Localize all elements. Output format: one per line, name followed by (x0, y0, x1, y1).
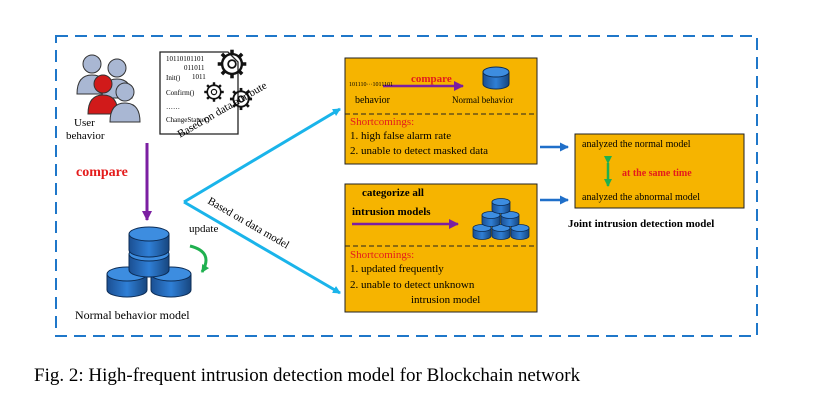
joint-abnormal-text: analyzed the abnormal model (582, 192, 701, 203)
compare-label-left: compare (76, 165, 128, 180)
dashed-frame (55, 35, 758, 337)
bottom-shortcoming-2: 2. unable to detect unknown (350, 279, 475, 291)
normal-behavior-label: Normal behavior (452, 95, 514, 105)
func-line-2: Confirm() (166, 89, 195, 97)
users-icon (76, 54, 141, 123)
binary-line-2: 011011 (184, 64, 205, 72)
func-line-3: …… (166, 103, 180, 111)
joint-title: Joint intrusion detection model (568, 218, 715, 230)
model-branch-arrow (183, 200, 341, 295)
categorize-line-2: intrusion models (352, 206, 431, 218)
figure-caption: Fig. 2: High-frequent intrusion detectio… (34, 365, 581, 386)
normal-behavior-db-small-icon (482, 66, 510, 90)
update-arrow (189, 244, 210, 273)
bottom-shortcoming-3: intrusion model (411, 294, 481, 306)
top-shortcoming-2: 2. unable to detect masked data (350, 145, 489, 157)
binary-line-1: 10110101101 (166, 55, 204, 63)
code-text: 101110···1011101 (349, 82, 394, 88)
categorize-line-1: categorize all (362, 187, 424, 199)
top-shortcoming-1: 1. high false alarm rate (350, 130, 452, 142)
binary-line-3: 1011 (192, 73, 206, 81)
user-label-line1: User (74, 117, 95, 129)
func-line-1: Init() (166, 74, 181, 82)
joint-box (574, 133, 745, 209)
joint-normal-text: analyzed the normal model (582, 139, 691, 150)
attribute-branch-arrow (183, 107, 341, 204)
user-label-line2: behavior (66, 130, 105, 142)
bottom-shortcomings-title: Shortcomings: (350, 249, 415, 261)
top-shortcomings-title: Shortcomings: (350, 116, 415, 128)
update-label: update (189, 223, 219, 235)
joint-same-time-text: at the same time (622, 168, 692, 179)
behavior-label: behavior (355, 95, 390, 106)
bottom-shortcoming-1: 1. updated frequently (350, 263, 444, 275)
compare-label-top: compare (411, 73, 452, 85)
normal-behavior-model-label: Normal behavior model (75, 308, 190, 322)
func-line-4: ChangeStatue() (166, 116, 210, 124)
normal-behavior-database-icon (106, 226, 192, 298)
